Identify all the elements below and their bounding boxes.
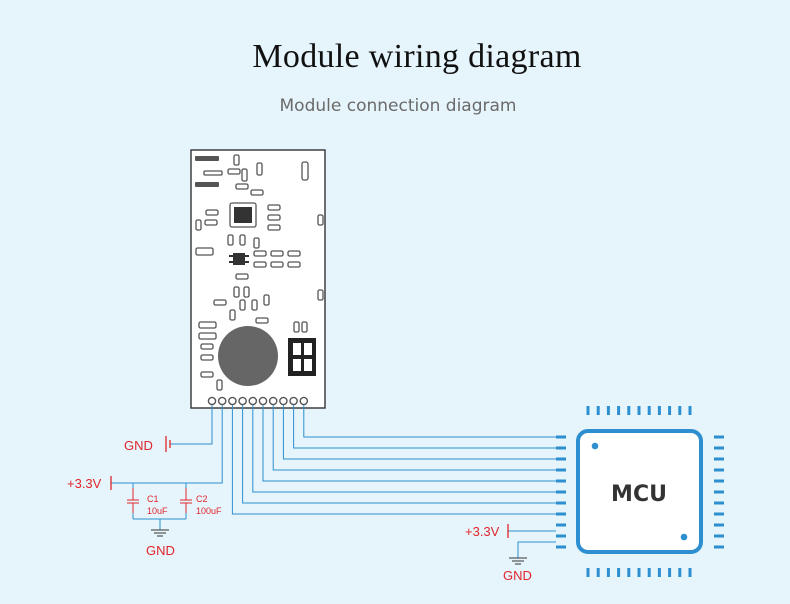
mcu-pin-bottom <box>647 568 651 577</box>
wire-signal <box>272 405 556 471</box>
mcu-pin-bottom <box>637 568 641 577</box>
module-pin <box>258 396 268 406</box>
gnd-symbol-caps <box>151 529 169 537</box>
mcu-pin-left <box>556 501 566 505</box>
mcu-pin-bottom <box>627 568 631 577</box>
wire-signal <box>231 405 556 515</box>
mcu-pin-top <box>596 406 600 415</box>
module-pin <box>289 396 298 406</box>
mcu-pin-left <box>556 523 566 527</box>
mcu-pin-left <box>556 512 566 516</box>
mcu-pin-bottom <box>678 568 682 577</box>
vcc-left-label: +3.3V <box>67 476 102 491</box>
signal-wires <box>111 405 556 558</box>
module-pin <box>207 396 217 406</box>
wire-mcu-gnd <box>517 541 556 558</box>
module-components <box>195 154 324 391</box>
module-pin <box>217 396 227 406</box>
module-pin <box>228 396 237 406</box>
capacitor-wires <box>132 513 187 530</box>
mcu-pin-top <box>617 406 621 415</box>
mcu-pin-top <box>627 406 631 415</box>
mcu-body <box>576 429 703 554</box>
wire-gnd <box>170 405 213 445</box>
c2-value: 100uF <box>196 506 222 516</box>
mcu-pin-top <box>688 406 692 415</box>
mcu-pin-top <box>657 406 661 415</box>
mcu-pin-top <box>647 406 651 415</box>
mcu-pin-top <box>678 406 682 415</box>
buzzer <box>218 326 278 386</box>
mcu-label: MCU <box>611 482 667 507</box>
mcu-pin-left <box>556 446 566 450</box>
mcu-pin-bottom <box>586 568 590 577</box>
capacitor-c1 <box>127 488 139 513</box>
mcu-pin-bottom <box>606 568 610 577</box>
module-pin <box>248 396 258 406</box>
module-pin <box>279 396 288 406</box>
mcu-pin-right <box>714 523 724 527</box>
mcu-pin-right <box>714 501 724 505</box>
mcu-pin-left <box>556 468 566 472</box>
module-pin <box>268 396 278 406</box>
mcu-marker-dot <box>680 533 688 541</box>
module-board <box>190 149 326 409</box>
c1-name: C1 <box>147 494 159 504</box>
mcu-pin-left <box>556 457 566 461</box>
mcu-pin1-dot <box>591 442 599 450</box>
mcu-pin-left <box>556 490 566 494</box>
gnd-caps-label: GND <box>146 543 175 558</box>
mcu-pin-right <box>714 545 724 549</box>
wire-signal <box>252 405 556 493</box>
gnd-module-label: GND <box>124 438 153 453</box>
wire-signal <box>262 405 556 482</box>
mcu-pin-top <box>668 406 672 415</box>
mcu-pin-right <box>714 457 724 461</box>
wire-signal <box>282 405 556 460</box>
mcu-pin-right <box>714 446 724 450</box>
gnd-symbol-module <box>165 436 171 452</box>
c1-value: 10uF <box>147 506 168 516</box>
gnd-symbol-mcu <box>509 557 527 565</box>
page-subtitle: Module connection diagram <box>279 96 517 116</box>
module-pin <box>238 396 247 406</box>
mcu-pin-top <box>586 406 590 415</box>
mcu-pin-right <box>714 490 724 494</box>
mcu-pin-top <box>637 406 641 415</box>
page-title: Module wiring diagram <box>252 38 582 75</box>
c2-name: C2 <box>196 494 208 504</box>
mcu-pin-bottom <box>688 568 692 577</box>
module-pins <box>207 396 309 406</box>
mcu-pin-left <box>556 545 566 549</box>
wire-vcc <box>111 405 223 484</box>
mcu-pin-left <box>556 479 566 483</box>
gnd-mcu-label: GND <box>503 568 532 583</box>
mcu-pin-bottom <box>668 568 672 577</box>
mcu-pin-right <box>714 468 724 472</box>
mcu-pin-bottom <box>596 568 600 577</box>
mcu-pin-left <box>556 435 566 439</box>
mcu-pin-right <box>714 534 724 538</box>
mcu-pin-right <box>714 512 724 516</box>
mcu-chip <box>556 406 724 577</box>
capacitor-c2 <box>180 488 192 513</box>
mcu-pin-right <box>714 435 724 439</box>
mcu-pin-bottom <box>657 568 661 577</box>
wire-signal <box>242 405 556 504</box>
mcu-pins <box>556 406 724 577</box>
wire-signal <box>293 405 556 449</box>
vcc-mcu-label: +3.3V <box>465 524 500 539</box>
mcu-pin-left <box>556 534 566 538</box>
wire-signal <box>303 405 556 438</box>
mcu-pin-top <box>606 406 610 415</box>
module-pin <box>299 396 309 406</box>
mcu-pin-bottom <box>617 568 621 577</box>
mcu-pin-right <box>714 479 724 483</box>
